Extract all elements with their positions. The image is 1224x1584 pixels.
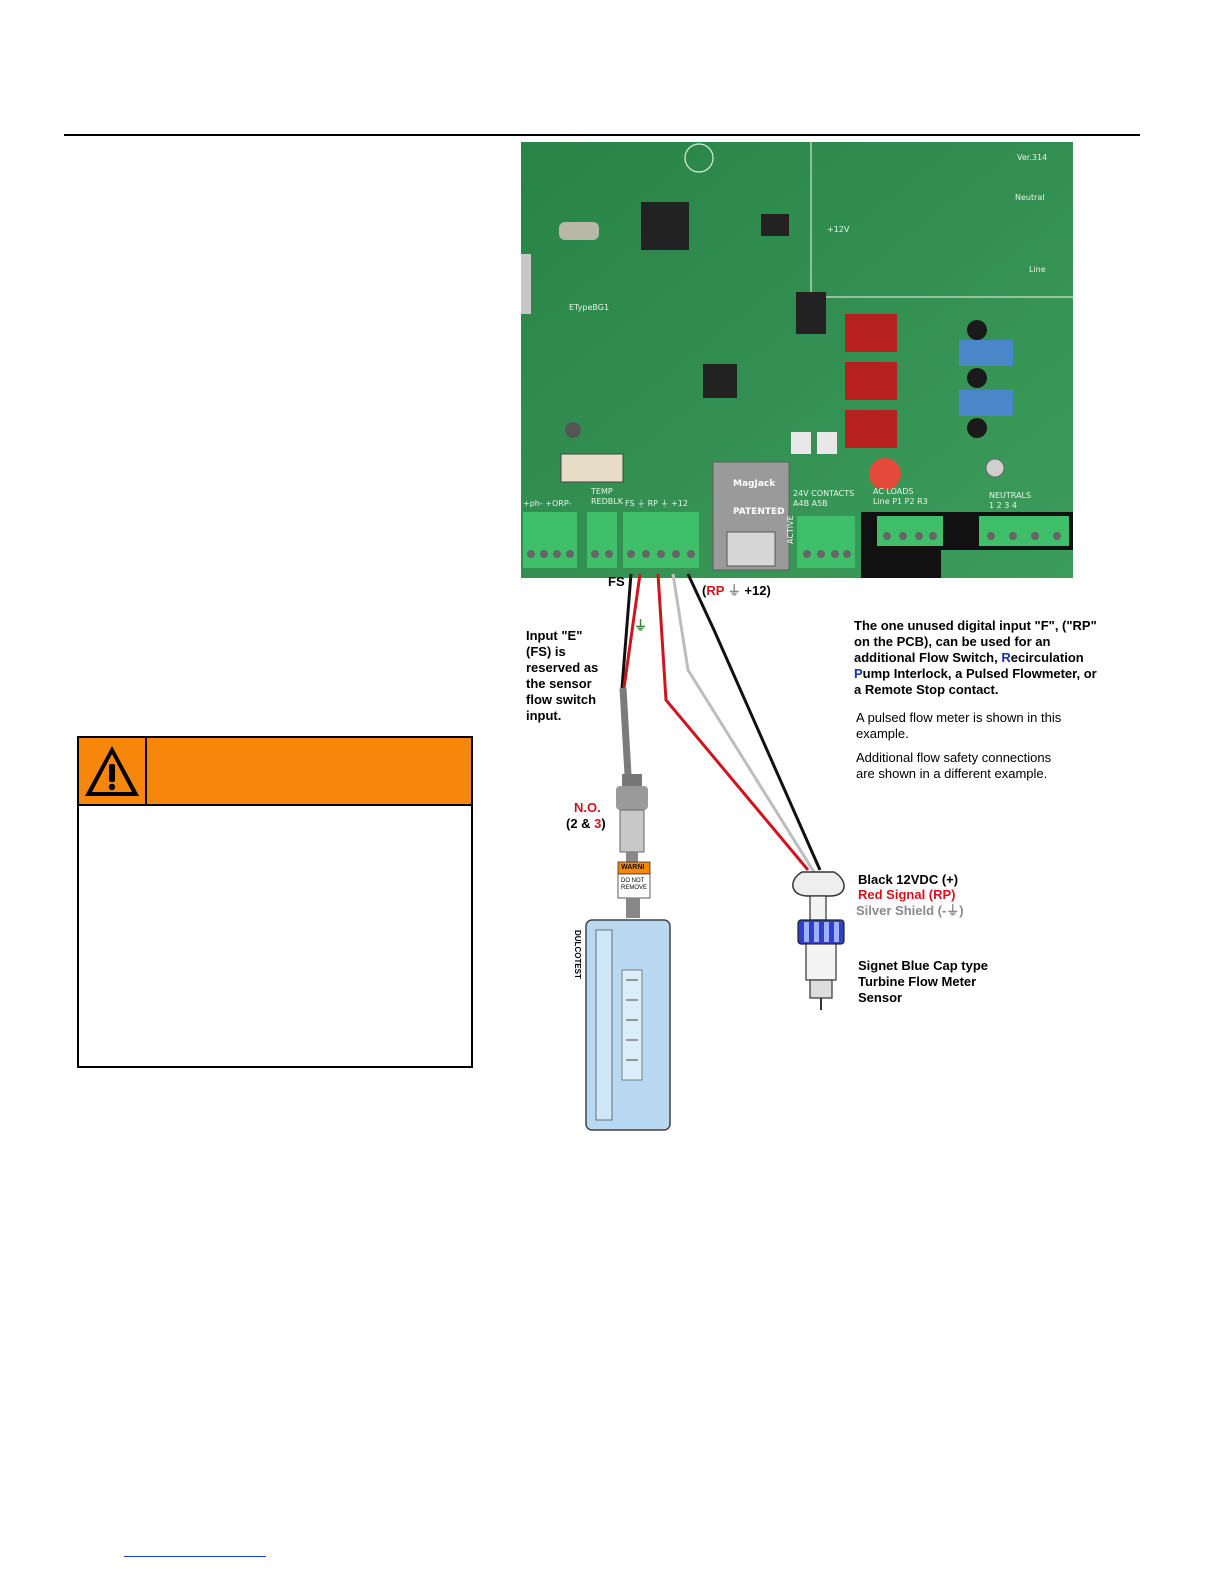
unused-input-p: P [854,666,863,681]
warning-icon-cell [79,738,147,804]
tag-warning-text: WARNI [621,864,645,871]
warning-box [77,736,473,1068]
flow-switch-tag [617,861,651,899]
terminal-block-ac-loads [877,516,943,546]
ground-symbol: ⏚ [634,618,648,633]
rp-plus12: +12) [744,583,771,598]
flow-switch-brand: DULCOTEST [573,930,582,979]
magjack-text: PATENTED [733,507,785,517]
unused-input-text-3: ump Interlock, a Pulsed Flowmeter, or a … [854,666,1097,697]
rp-ground: ⏚ [727,583,741,598]
warning-triangle-icon [85,746,139,796]
unused-input-r: R [1001,650,1011,665]
rp-text: RP [706,583,725,598]
pcb-line-label: Line [1029,265,1046,274]
no-pins-open: (2 & [566,816,595,831]
pcb-12v-label: +12V [827,225,850,234]
warning-header [79,738,471,806]
pulsed-example-note: A pulsed flow meter is shown in this exa… [856,710,1062,741]
input-e-note: Input "E" (FS) is reserved as the sensor… [526,628,599,723]
normally-open-pins: (2 & 3) [566,816,606,832]
unused-input-note: The one unused digital input "F", ("RP" … [854,618,1097,698]
footer-link-underline[interactable] [124,1556,266,1557]
wiring-diagram: MagJack PATENTED [518,140,1138,1140]
flow-switch-connector [616,774,648,862]
header-rule [64,134,1140,136]
flow-switch-neck [626,898,640,918]
wire-red-label: Red Signal (RP) [858,887,956,902]
pcb-active-label: ACTIVE [786,515,795,544]
wire-silver-label: Silver Shield (-⏚) [856,903,964,918]
pcb-digital-header: FS ⏚ RP ⏚ +12 [625,499,688,508]
pcb-neutral-label: Neutral [1015,193,1045,202]
terminal-block-ph-orp [523,512,577,568]
terminal-block-contacts [797,516,855,568]
additional-example-note: Additional flow safety connections are s… [856,750,1052,781]
pcb-version: Ver.314 [1017,153,1047,162]
normally-open-label: N.O. [574,800,601,815]
pcb-input-header: +ph- +ORP- [523,499,571,508]
controller-pcb-photo: MagJack PATENTED [521,142,1073,578]
no-pins-3: 3 [594,816,602,831]
rp-terminal-label: (RP ⏚ +12) [702,583,771,599]
wire-black-label: Black 12VDC (+) [858,872,959,887]
unused-input-text-2: ecirculation [1010,650,1084,665]
fs-terminal-label: FS [608,574,625,589]
terminal-block-neutrals [979,516,1069,546]
flow-switch-body [585,919,671,1131]
no-pins-close: ) [601,816,606,831]
unused-input-text-1: The one unused digital input "F", ("RP" … [854,618,1097,665]
terminal-block-temp [587,512,617,568]
turbine-flow-meter-sensor [792,871,845,1010]
sensor-caption: Signet Blue Cap type Turbine Flow Meter … [858,958,989,1005]
rp-open: ( [702,583,707,598]
wiring-overlay [585,573,845,1131]
terminal-block-digital [623,512,699,568]
pcb-etype-label: ETypeBG1 [569,303,609,312]
tag-remove-text: DO NOT REMOVE [621,878,648,891]
magjack-brand: MagJack [733,479,776,489]
